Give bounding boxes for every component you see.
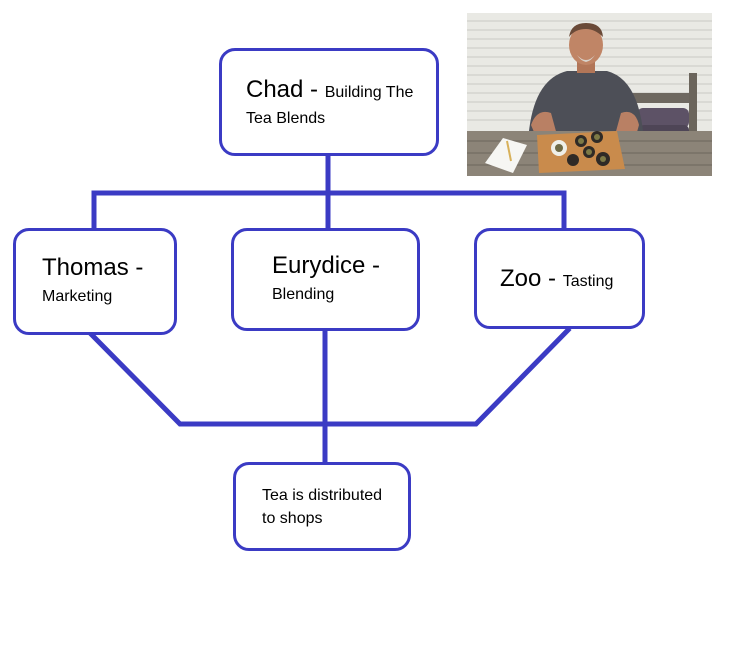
node-distribution-line1: Tea is distributed xyxy=(262,487,383,504)
node-eurydice-sep: - xyxy=(365,252,381,279)
node-chad-role-line2: Tea Blends xyxy=(246,110,326,127)
node-thomas-sep: - xyxy=(128,254,144,281)
node-thomas-role: Marketing xyxy=(42,288,113,305)
node-thomas: Thomas - Marketing xyxy=(13,228,177,335)
node-eurydice-role: Blending xyxy=(272,286,335,303)
node-eurydice: Eurydice - Blending xyxy=(231,228,420,331)
node-distribution: Tea is distributed to shops xyxy=(233,462,411,551)
connector-bottom-trapezoid xyxy=(88,326,572,427)
node-eurydice-name: Eurydice xyxy=(272,252,366,279)
node-chad-name: Chad xyxy=(246,76,304,103)
node-zoo: Zoo - Tasting xyxy=(474,228,645,329)
node-zoo-name: Zoo xyxy=(500,265,542,292)
node-distribution-line2: to shops xyxy=(262,510,323,527)
man-tasting-tea-photo xyxy=(467,13,712,176)
node-chad: Chad - Building The Tea Blends xyxy=(219,48,439,156)
node-chad-role-line1: Building The xyxy=(324,84,414,101)
node-zoo-sep: - xyxy=(541,265,563,292)
node-thomas-name: Thomas xyxy=(42,254,129,281)
node-chad-sep: - xyxy=(303,76,325,103)
node-zoo-role: Tasting xyxy=(562,273,614,290)
